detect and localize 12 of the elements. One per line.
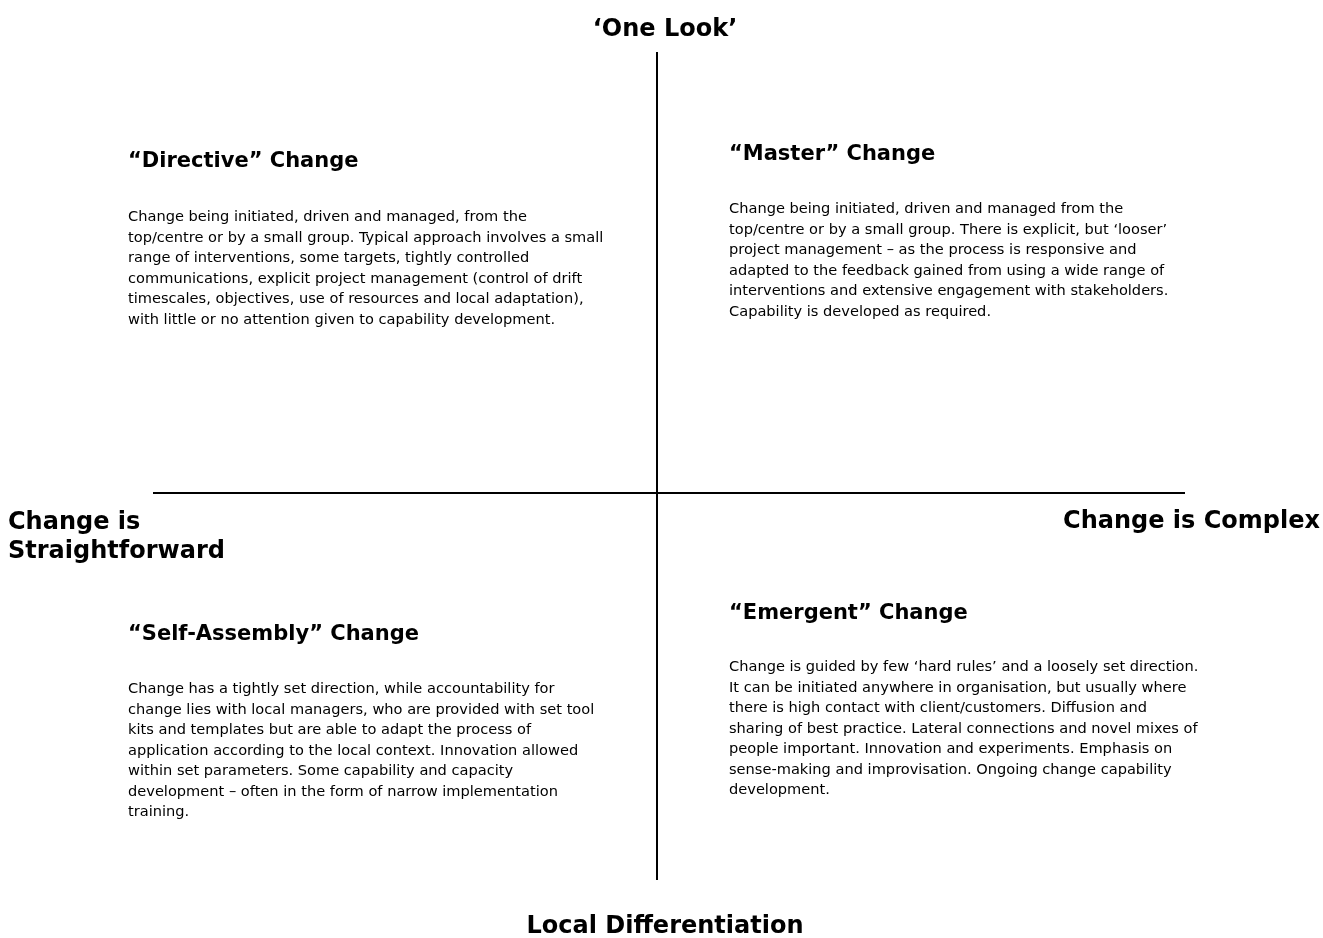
- axis-label: Change is Complex: [1062, 506, 1320, 535]
- quadrant-heading: “Emergent” Change: [729, 599, 969, 625]
- quadrant-description: Change has a tightly set direction, while accountability for change lies with local managers, who are provided with set tool kits and templates but are able to adapt the process of application according to the local context. Innovation allowed within set parameters. Some capability and capacity development – often in the form of narrow implementation training.: [128, 678, 596, 821]
- quadrant-description: Change being initiated, driven and managed from the top/centre or by a small group. There is explicit, but ‘looser’ project management – as the process is responsive and adapted to the feedback gained from using a wide range of interventions and extensive engagement with stakeholders. Capability is developed as required.: [729, 198, 1170, 321]
- quadrant-heading: “Master” Change: [729, 140, 937, 166]
- axis-label: ‘One Look’: [591, 14, 739, 43]
- quadrant-heading: “Directive” Change: [128, 147, 360, 173]
- axis-label: Change is Straightforward: [8, 507, 226, 565]
- axis-label: Local Differentiation: [525, 911, 805, 938]
- quadrant-heading: “Self-Assembly” Change: [128, 620, 421, 646]
- quadrant-description: Change is guided by few ‘hard rules’ and a loosely set direction. It can be initiated anywhere in organisation, but usually where there is high contact with client/customers. Diffusion and sharing of best practice. Lateral connections and novel mixes of people important. Innovation and experiments. Emphasis on sense-making and improvisation. Ongoing change capability development.: [729, 656, 1199, 799]
- quadrant-description: Change being initiated, driven and managed, from the top/centre or by a small group. Typical approach involves a small range of interventions, some targets, tightly controlled communications, explicit project management (control of drift timescales, objectives, use of resources and local adaptation), with little or no attention given to capability development.: [128, 206, 605, 329]
